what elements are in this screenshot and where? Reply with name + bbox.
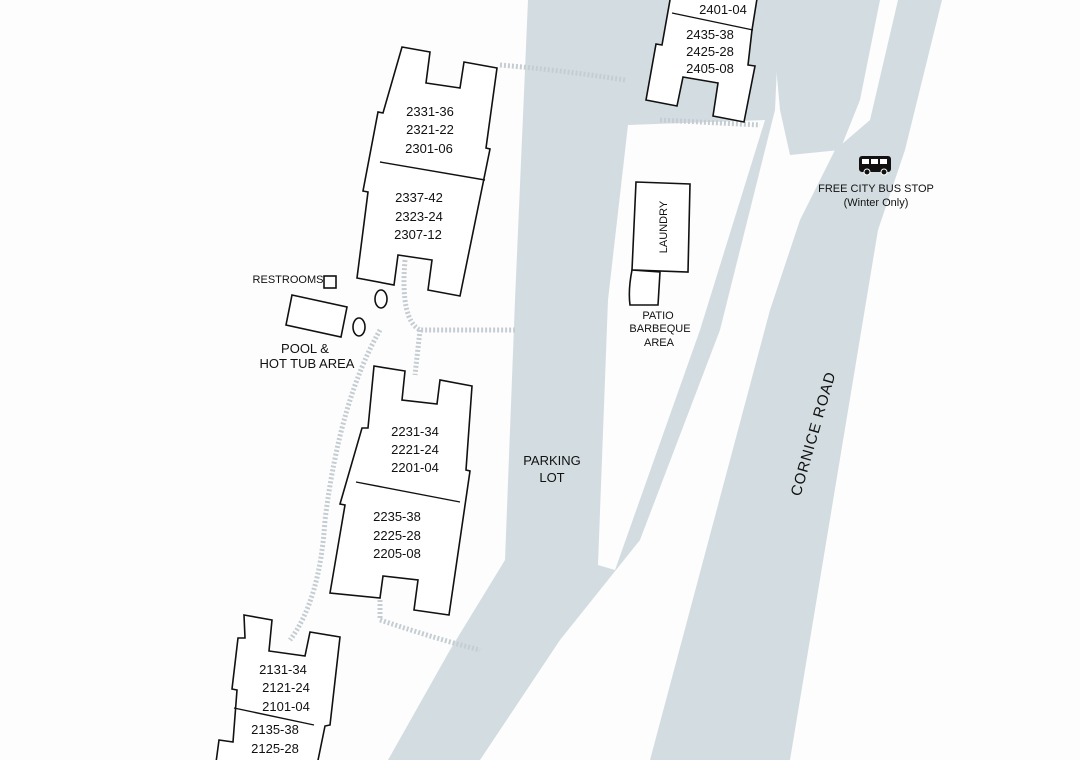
- unit-label: 2201-04: [391, 460, 439, 475]
- pool-label: HOT TUB AREA: [260, 356, 355, 371]
- hot-tub: [374, 289, 388, 309]
- unit-label: 2401-04: [699, 2, 747, 17]
- unit-label: 2121-24: [262, 680, 310, 695]
- restrooms-label: RESTROOMS: [253, 274, 324, 286]
- unit-label: 2235-38: [373, 509, 421, 524]
- unit-labels-2300: 2331-36 2321-22 2301-06 2337-42 2323-24 …: [394, 104, 454, 242]
- unit-label: 2405-08: [686, 61, 734, 76]
- unit-label: 2307-12: [394, 227, 442, 242]
- laundry-label: LAUNDRY: [658, 200, 670, 253]
- patio-label: PATIO: [642, 310, 674, 322]
- laundry-building: [628, 181, 691, 306]
- unit-label: 2321-22: [406, 122, 454, 137]
- unit-labels-2400: 2401-04 2435-38 2425-28 2405-08: [686, 2, 747, 76]
- pool-label: POOL &: [281, 341, 329, 356]
- building-2200: [329, 365, 473, 616]
- bus-icon: [859, 156, 891, 176]
- unit-label: 2131-34: [259, 662, 307, 677]
- building-2100: [215, 614, 341, 760]
- parking-label: LOT: [539, 470, 564, 485]
- unit-label: 2205-08: [373, 546, 421, 561]
- unit-label: 2301-06: [405, 141, 453, 156]
- hot-tub: [352, 317, 366, 337]
- building-2400: [645, 0, 758, 123]
- unit-label: 2425-28: [686, 44, 734, 59]
- unit-label: 2101-04: [262, 699, 310, 714]
- unit-label: 2225-28: [373, 528, 421, 543]
- unit-label: 2435-38: [686, 27, 734, 42]
- unit-labels-2100: 2131-34 2121-24 2101-04 2135-38 2125-28: [251, 662, 310, 756]
- unit-label: 2135-38: [251, 722, 299, 737]
- bus-stop-label: (Winter Only): [844, 197, 909, 209]
- unit-label: 2337-42: [395, 190, 443, 205]
- cornice-road: [650, 0, 942, 760]
- patio-label: AREA: [644, 337, 675, 349]
- unit-label: 2323-24: [395, 209, 443, 224]
- unit-label: 2331-36: [406, 104, 454, 119]
- pool: [285, 294, 348, 338]
- unit-label: 2231-34: [391, 424, 439, 439]
- patio-label: BARBEQUE: [629, 323, 690, 335]
- building-2300: [356, 46, 498, 297]
- unit-labels-2200: 2231-34 2221-24 2201-04 2235-38 2225-28 …: [373, 424, 439, 561]
- restrooms-building: [323, 275, 337, 289]
- unit-label: 2125-28: [251, 741, 299, 756]
- unit-label: 2221-24: [391, 442, 439, 457]
- parking-label: PARKING: [523, 453, 581, 468]
- bus-stop-label: FREE CITY BUS STOP: [818, 183, 934, 195]
- walking-paths: [287, 62, 761, 653]
